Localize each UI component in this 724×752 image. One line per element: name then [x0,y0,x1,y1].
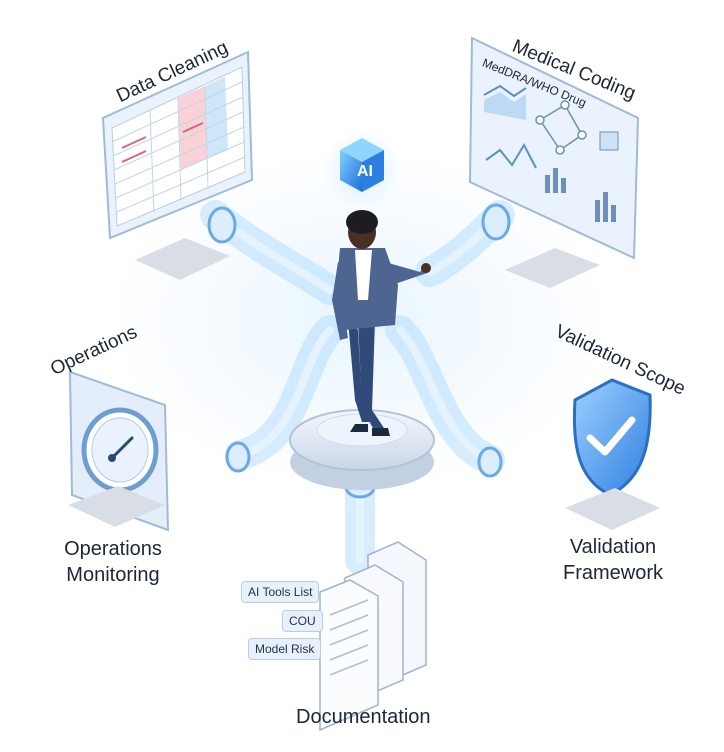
doc-tag-cou: COU [282,610,323,632]
validation-shield-panel [572,378,652,497]
data-cleaning-panel [101,50,254,240]
chip-icon [599,131,619,151]
document-stack [319,541,427,732]
platform [289,409,435,490]
medical-coding-shadow [505,248,600,288]
operations-shadow [68,486,165,527]
ai-cube-icon [322,130,402,210]
validation-caption-line1: Validation [569,536,657,558]
operations-caption-line2: Monitoring [66,564,160,586]
medical-coding-panel [468,36,640,260]
presenter-figure [332,210,431,436]
beams [200,200,515,575]
gauge-needle [110,436,134,460]
operations-gauge-panel [68,370,170,532]
ai-cube-label: AI [357,163,373,180]
shield-icon [572,378,652,497]
doc-tag-ai-tools: AI Tools List [241,581,320,603]
validation-shadow [565,488,660,530]
validation-caption-line2: Framework [562,562,663,584]
doc-tag-model-risk: Model Risk [248,638,322,660]
data-cleaning-shadow [135,238,230,280]
check-icon [586,416,636,456]
documentation-title: Documentation [296,706,431,728]
operations-caption-line1: Operations [64,538,162,560]
validation-caption: Validation Framework [548,534,678,586]
operations-caption: Operations Monitoring [48,536,178,588]
